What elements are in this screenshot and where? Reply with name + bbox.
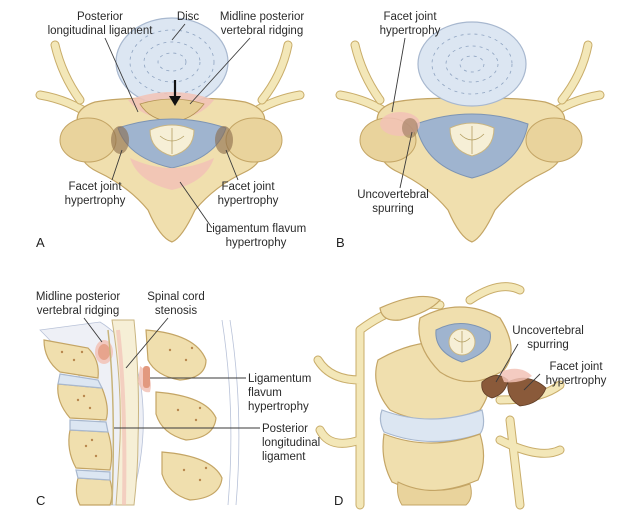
label-a-facet-left: Facet joint [68, 181, 122, 193]
label-c-ligamentum-3: hypertrophy [248, 401, 309, 413]
label-c-midline-2: vertebral ridging [37, 305, 119, 317]
label-a-facet-right-2: hypertrophy [218, 195, 279, 207]
panel-a-vertebra [35, 17, 305, 243]
panel-letter-c: C [36, 493, 45, 508]
label-a-pll: Posterior [77, 11, 123, 23]
panel-d-3d [313, 282, 565, 510]
label-a-pll-2: longitudinal ligament [48, 25, 154, 37]
label-c-pll: Posterior [262, 423, 308, 435]
label-a-disc: Disc [177, 11, 200, 23]
panel-letter-d: D [334, 493, 343, 508]
label-c-stenosis: Spinal cord [147, 291, 205, 303]
label-d-facet: Facet joint [549, 361, 603, 373]
label-c-pll-2: longitudinal [262, 437, 320, 449]
panel-c-labels: Midline posterior vertebral ridging Spin… [36, 291, 320, 508]
label-a-midline: Midline posterior [220, 11, 305, 23]
label-c-stenosis-2: stenosis [155, 305, 197, 317]
panel-d-labels: Uncovertebral spurring Facet joint hyper… [334, 325, 607, 508]
label-b-uncovertebral-2: spurring [372, 203, 414, 215]
label-d-uncovertebral: Uncovertebral [512, 325, 584, 337]
panel-letter-a: A [36, 235, 45, 250]
label-a-facet-right: Facet joint [221, 181, 275, 193]
panel-b-vertebra [335, 21, 605, 243]
label-c-ligamentum: Ligamentum [248, 373, 311, 385]
panel-c-sagittal [39, 319, 240, 506]
label-d-uncovertebral-2: spurring [527, 339, 569, 351]
label-b-uncovertebral: Uncovertebral [357, 189, 429, 201]
label-d-facet-2: hypertrophy [546, 375, 607, 387]
label-b-facet-2: hypertrophy [380, 25, 441, 37]
label-a-facet-left-2: hypertrophy [65, 195, 126, 207]
label-b-facet: Facet joint [383, 11, 437, 23]
panel-b-labels: Facet joint hypertrophy Uncovertebral sp… [336, 11, 441, 250]
panel-letter-b: B [336, 235, 345, 250]
label-a-ligamentum-2: hypertrophy [226, 237, 287, 249]
label-c-ligamentum-2: flavum [248, 387, 282, 399]
panel-a-labels: Posterior longitudinal ligament Disc Mid… [36, 11, 306, 250]
label-a-ligamentum: Ligamentum flavum [206, 223, 306, 235]
label-a-midline-2: vertebral ridging [221, 25, 303, 37]
label-c-pll-3: ligament [262, 451, 306, 463]
label-c-midline: Midline posterior [36, 291, 121, 303]
